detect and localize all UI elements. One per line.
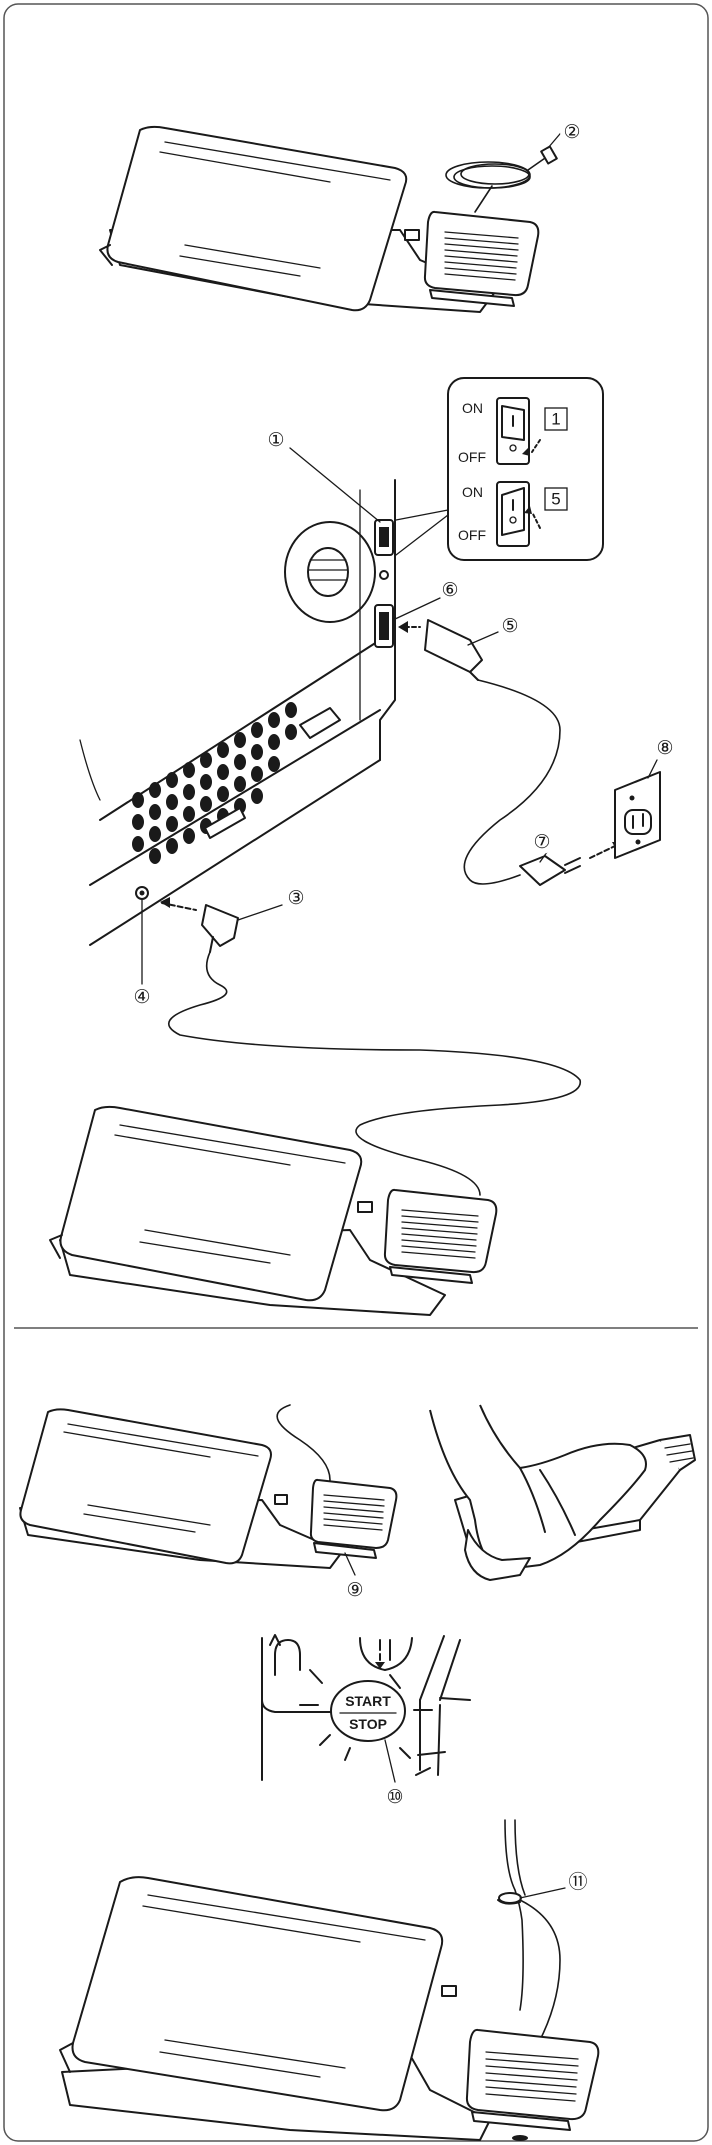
leader-3 (237, 904, 283, 921)
callout-6: ⑥ (441, 579, 458, 601)
callout-5: ⑤ (501, 615, 518, 637)
callout-1: ① (267, 429, 284, 451)
leader-8 (647, 759, 658, 779)
callout-8: ⑧ (656, 737, 673, 759)
glow-mark (309, 1669, 323, 1684)
leader-10 (384, 1739, 396, 1783)
wall-outlet (614, 771, 661, 859)
foot-pressing-pedal (429, 1404, 696, 1581)
callout-2: ② (563, 121, 580, 143)
callout-10: ⑩ (386, 1786, 403, 1808)
stop-label: STOP (349, 1716, 387, 1732)
power-cord (398, 619, 622, 886)
start-stop-button (330, 1680, 406, 1742)
switch-on-label-1: ON (462, 400, 483, 416)
switch-on-label-2: ON (462, 484, 483, 500)
coiled-cord (445, 145, 558, 213)
callout-4: ④ (133, 986, 150, 1008)
foot-control-stored (99, 125, 558, 313)
callout-9: ⑨ (346, 1579, 363, 1601)
callout-7: ⑦ (533, 831, 550, 853)
foot-control-cord-hook (59, 1819, 600, 2141)
start-stop-panel: START STOP (261, 1634, 471, 1781)
switch-off-label-1: OFF (458, 449, 486, 465)
vent-holes (132, 702, 297, 864)
callout-11: ⑪ (568, 1871, 587, 1893)
leader-9 (344, 1552, 356, 1576)
leader-11 (519, 1887, 566, 1899)
leader-5 (467, 631, 499, 646)
page-frame (3, 3, 709, 2142)
machine-side-panel (79, 479, 396, 946)
callout-3: ③ (287, 887, 304, 909)
switch-inset: ON OFF 1 ON OFF 5 (395, 377, 604, 561)
leader-1 (289, 447, 381, 523)
foot-control-connected (49, 1105, 498, 1316)
foot-control-cord (160, 897, 581, 1196)
start-label: START (345, 1693, 391, 1709)
switch-off-label-2: OFF (458, 527, 486, 543)
leader-6 (392, 597, 441, 621)
step-box-5: 5 (551, 490, 560, 509)
step-box-1: 1 (551, 410, 560, 429)
foot-control-small (19, 1404, 398, 1569)
